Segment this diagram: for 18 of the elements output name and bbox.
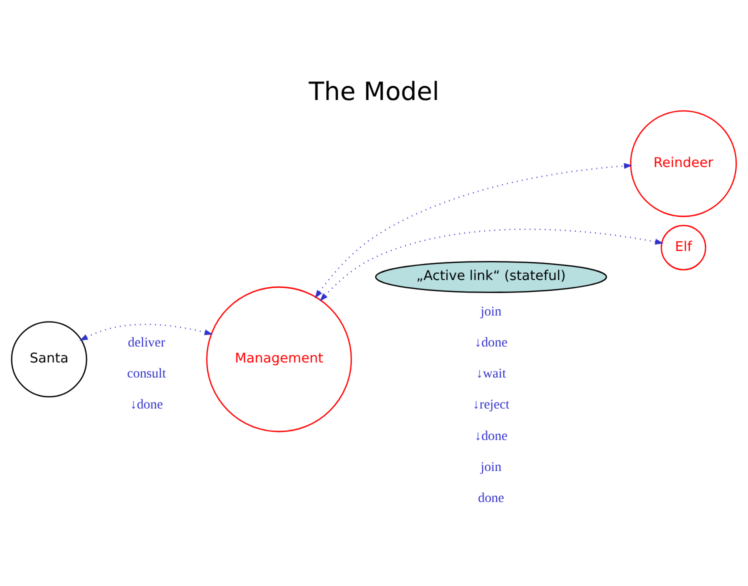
label: deliver: [128, 334, 166, 350]
label: ↓wait: [476, 366, 506, 381]
node-circle: Elf: [660, 224, 706, 270]
label: consult: [127, 366, 166, 381]
label: ↓done: [130, 396, 163, 412]
arrow: [79, 324, 213, 341]
label: ↓done: [474, 334, 508, 350]
label: ↓reject: [472, 396, 510, 412]
node-ellipse: „Active link“ (stateful): [375, 261, 608, 293]
node-circle: Reindeer: [630, 110, 737, 218]
label: ↓done: [474, 428, 508, 443]
label: join: [480, 458, 502, 474]
arrow: [320, 228, 664, 302]
diagram-title: The Model: [308, 76, 440, 106]
arrow: [314, 163, 632, 298]
label: join: [480, 303, 502, 318]
label: done: [478, 490, 504, 505]
node-circle: Management: [206, 286, 352, 432]
